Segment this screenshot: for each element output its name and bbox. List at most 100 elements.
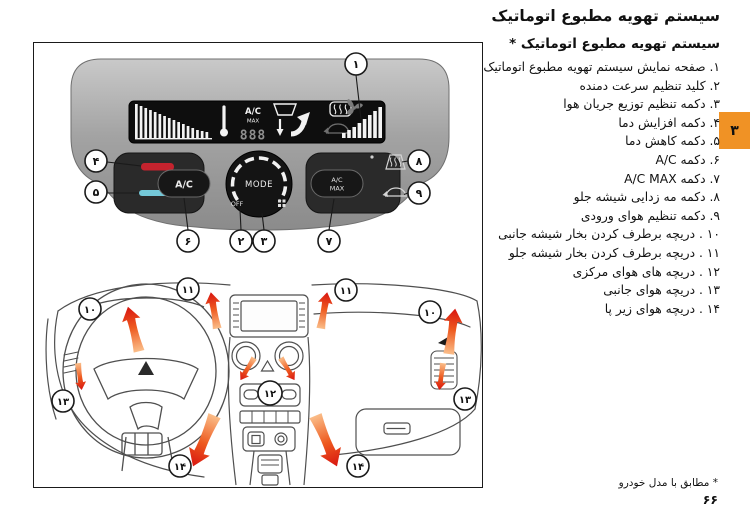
callout-5: ۵ — [84, 180, 108, 204]
callout-4: ۴ — [84, 149, 108, 173]
callout-13-left: ۱۳ — [51, 389, 75, 413]
steering-logo — [138, 361, 154, 375]
svg-text:۶: ۶ — [185, 235, 192, 248]
page-title: سیستم تهویه مطبوع اتوماتیک — [491, 7, 720, 25]
callout-12: ۱۲ — [257, 380, 283, 406]
svg-text:۱۱: ۱۱ — [182, 285, 194, 296]
callout-3: ۳ — [252, 229, 276, 253]
off-label: OFF — [231, 200, 244, 208]
legend-item-9: ۹. دکمه تنظیم هوای ورودی — [580, 208, 720, 223]
display-ac-label: A/C — [245, 107, 261, 117]
svg-text:۹: ۹ — [416, 187, 423, 200]
legend-item-1: ۱. صفحه نمایش سیستم تهویه مطبوع اتوماتیک — [483, 60, 720, 74]
callout-10-right: ۱۰ — [418, 300, 442, 324]
ac-button — [157, 169, 211, 198]
console-button-row — [239, 410, 301, 424]
svg-text:۵: ۵ — [93, 186, 100, 199]
recirculation-button-icon — [382, 187, 407, 197]
airflow-arrow-center-vent-right — [276, 355, 300, 383]
thermometer-icon — [220, 105, 228, 137]
climate-panel-illustration: A/C MAX 888 — [70, 52, 450, 253]
airflow-arrow-side-vent-left — [72, 362, 88, 391]
legend-item-12: ۱۲ . دریچه های هوای مرکزی — [572, 264, 720, 279]
legend-item-2: ۲. کلید تنظیم سرعت دمنده — [579, 78, 720, 93]
airflow-arrow-windshield-left — [203, 291, 225, 330]
legend-item-4: ۴. دکمه افزایش دما — [618, 115, 720, 130]
svg-text:۴: ۴ — [93, 155, 100, 168]
legend-item-3: ۳. دکمه تنظیم توزیع جریان هوا — [563, 97, 720, 112]
svg-text:۱۰: ۱۰ — [84, 305, 96, 316]
callout-9: ۹ — [407, 181, 431, 205]
callout-11-left: ۱۱ — [176, 277, 200, 301]
legend-item-10: ۱۰ . دریچه برطرف کردن بخار شیشه جانبی — [498, 227, 720, 242]
callout-14-right: ۱۴ — [346, 454, 370, 478]
mode-label: MODE — [245, 180, 273, 190]
mode-knob: MODE OFF — [225, 150, 293, 218]
page-number: ۶۶ — [702, 492, 718, 507]
legend-item-5: ۵. دکمه کاهش دما — [625, 134, 720, 149]
display-digits: 888 — [240, 129, 266, 144]
callout-lines — [106, 74, 409, 231]
indicator-dot — [370, 155, 374, 159]
callout-8: ۸ — [407, 149, 431, 173]
airflow-arrow-center-vent-left — [235, 355, 259, 383]
callout-13-right: ۱۳ — [453, 387, 477, 411]
dashboard-lines — [45, 282, 482, 478]
temperature-bar-graph — [135, 104, 212, 140]
airflow-arrow-side-vent-right — [433, 362, 449, 391]
temp-increase-bar — [141, 163, 174, 171]
callout-10-left: ۱۰ — [78, 297, 102, 321]
panel-callouts: ۱ ۴ ۵ ۸ ۹ ۶ ۲ ۳ ۷ — [84, 52, 431, 253]
callout-1: ۱ — [344, 52, 368, 76]
page-subtitle: سیستم تهویه مطبوع اتوماتیک * — [509, 36, 720, 52]
airflow-arrow-windshield-right — [313, 291, 335, 330]
svg-text:۱۲: ۱۲ — [264, 389, 276, 400]
grid-icon — [278, 199, 286, 207]
callout-6: ۶ — [176, 229, 200, 253]
air-distribution-icon — [273, 103, 310, 137]
airflow-arrow-footwell-right — [305, 411, 348, 471]
legend-item-8: ۸. دکمه مه زدایی شیشه جلو — [573, 190, 720, 205]
hazard-triangle — [260, 359, 275, 372]
right-button-cluster: A/C MAX — [305, 152, 407, 214]
fan-speed-bar-graph — [342, 107, 382, 138]
legend-item-6: ۶. دکمه A/C — [655, 152, 720, 167]
acmax-button — [310, 169, 364, 198]
legend-list: ۱. صفحه نمایش سیستم تهویه مطبوع اتوماتیک… — [470, 58, 720, 318]
acmax-button-line2: MAX — [330, 185, 345, 193]
legend-item-13: ۱۳ . دریچه هوای جانبی — [603, 283, 720, 298]
callout-14-left: ۱۴ — [168, 454, 192, 478]
svg-text:۱۱: ۱۱ — [340, 286, 352, 297]
airflow-arrow-side-defrost-right — [439, 307, 465, 356]
legend-item-7: ۷. دکمه A/C MAX — [624, 171, 720, 186]
figure-frame: A/C MAX 888 — [33, 42, 483, 488]
dashboard-callouts: ۱۰ ۱۱ ۱۱ ۱۰ ۱۳ ۱۳ ۱۲ ۱۴ ۱۴ — [51, 277, 477, 478]
svg-text:۱۴: ۱۴ — [174, 462, 186, 473]
legend-item-14: ۱۴ . دریچه هوای زیر پا — [604, 301, 720, 316]
chapter-tab: ۳ — [719, 112, 750, 149]
display-max-label: MAX — [247, 119, 260, 125]
svg-text:۱۳: ۱۳ — [57, 397, 69, 408]
svg-text:۳: ۳ — [261, 235, 268, 248]
svg-text:۲: ۲ — [238, 235, 245, 248]
dashboard-airflow-illustration: ۱۰ ۱۱ ۱۱ ۱۰ ۱۳ ۱۳ ۱۲ ۱۴ ۱۴ — [45, 277, 482, 486]
svg-text:۷: ۷ — [326, 235, 333, 248]
callout-11-right: ۱۱ — [334, 278, 358, 302]
svg-text:۱۳: ۱۳ — [459, 395, 471, 406]
recirculation-icon — [323, 123, 350, 134]
acmax-button-line1: A/C — [331, 176, 343, 184]
text-column: سیستم تهویه مطبوع اتوماتیک سیستم تهویه م… — [470, 6, 720, 318]
svg-text:۱۰: ۱۰ — [424, 308, 436, 319]
left-button-cluster: A/C — [113, 152, 211, 214]
footnote: * مطابق با مدل خودرو — [618, 477, 718, 489]
callout-2: ۲ — [229, 229, 253, 253]
svg-text:۱۴: ۱۴ — [352, 462, 364, 473]
windshield-defrost-button-icon — [385, 154, 406, 170]
center-console — [227, 294, 311, 486]
airflow-arrow-side-defrost-left — [118, 304, 149, 354]
svg-text:۸: ۸ — [416, 155, 423, 168]
fan-icon — [347, 99, 363, 115]
ac-button-label: A/C — [175, 180, 193, 191]
legend-item-11: ۱۱ . دریچه برطرف کردن بخار شیشه جلو — [508, 245, 720, 260]
